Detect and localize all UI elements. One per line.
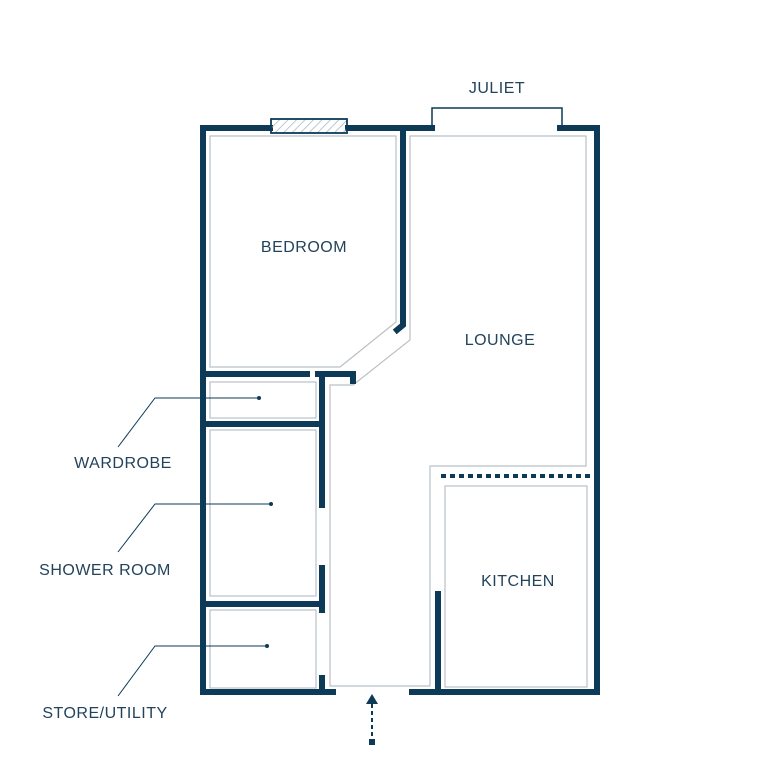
bedroom-label: BEDROOM	[261, 239, 347, 256]
room-labels: JULIET BEDROOM LOUNGE KITCHEN WARDROBE S…	[39, 80, 555, 722]
lounge-kitchen-outline	[329, 135, 587, 687]
wardrobe-label: WARDROBE	[74, 455, 172, 472]
shower-room-label: SHOWER ROOM	[39, 562, 171, 579]
wall-bedroom-divider	[392, 125, 406, 335]
wall-top-right	[409, 125, 600, 695]
shower-room-leader	[117, 503, 271, 553]
store-utility-label: STORE/UTILITY	[42, 705, 167, 722]
store-utility-outline	[209, 609, 317, 689]
walls	[200, 125, 600, 695]
juliet-balcony	[431, 107, 563, 128]
store-utility-leader	[117, 645, 267, 697]
wardrobe-outline	[209, 381, 317, 419]
wardrobe-leader	[117, 397, 259, 448]
leader-lines	[117, 397, 271, 697]
wall-left-top	[200, 125, 273, 695]
juliet-label: JULIET	[469, 80, 525, 97]
kitchen-label: KITCHEN	[481, 573, 555, 590]
entrance-arrow-icon	[366, 694, 378, 745]
wall-bedroom-lower	[200, 371, 356, 384]
shower-room-outline	[209, 429, 317, 597]
leader-dots	[257, 396, 273, 648]
bedroom-outline	[209, 135, 397, 368]
lounge-label: LOUNGE	[465, 332, 536, 349]
kitchen-outline	[444, 485, 588, 688]
window-icon	[270, 118, 348, 134]
room-outlines	[209, 135, 588, 689]
